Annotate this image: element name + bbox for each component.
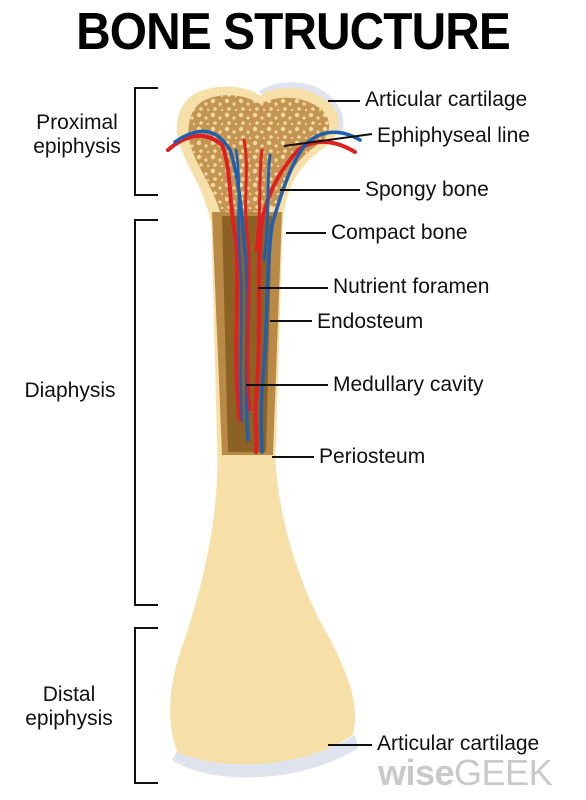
region-label-proximal-epiphysis: Proximal epiphysis <box>14 111 140 159</box>
region-label-line: Distal <box>42 683 96 706</box>
region-label-distal-epiphysis: Distal epiphysis <box>14 683 124 731</box>
watermark-part: GEEK <box>454 752 553 793</box>
label-endosteum: Endosteum <box>317 310 424 333</box>
spongy-bone-region <box>188 95 330 215</box>
label-articular-cartilage-bottom: Articular cartilage <box>377 732 540 755</box>
label-articular-cartilage-top: Articular cartilage <box>365 88 528 111</box>
region-label-line: Proximal <box>36 111 118 134</box>
watermark-logo: wiseGEEK <box>378 752 553 794</box>
region-label-line: epiphysis <box>33 135 121 158</box>
label-spongy-bone: Spongy bone <box>365 178 489 201</box>
label-epiphyseal-line: Ephiphyseal line <box>377 124 530 147</box>
label-nutrient-foramen: Nutrient foramen <box>333 275 490 298</box>
label-compact-bone: Compact bone <box>331 221 468 244</box>
articular-cartilage-bottom <box>172 735 358 778</box>
diagram-title: BONE STRUCTURE <box>76 3 511 61</box>
label-periosteum: Periosteum <box>319 445 426 468</box>
watermark-part: wise <box>378 752 455 793</box>
region-brackets <box>134 87 158 784</box>
label-medullary-cavity: Medullary cavity <box>333 373 484 396</box>
blood-vessels <box>166 129 362 454</box>
leader-lines <box>246 100 373 746</box>
region-label-line: epiphysis <box>25 707 113 730</box>
region-label-diaphysis: Diaphysis <box>24 379 116 402</box>
